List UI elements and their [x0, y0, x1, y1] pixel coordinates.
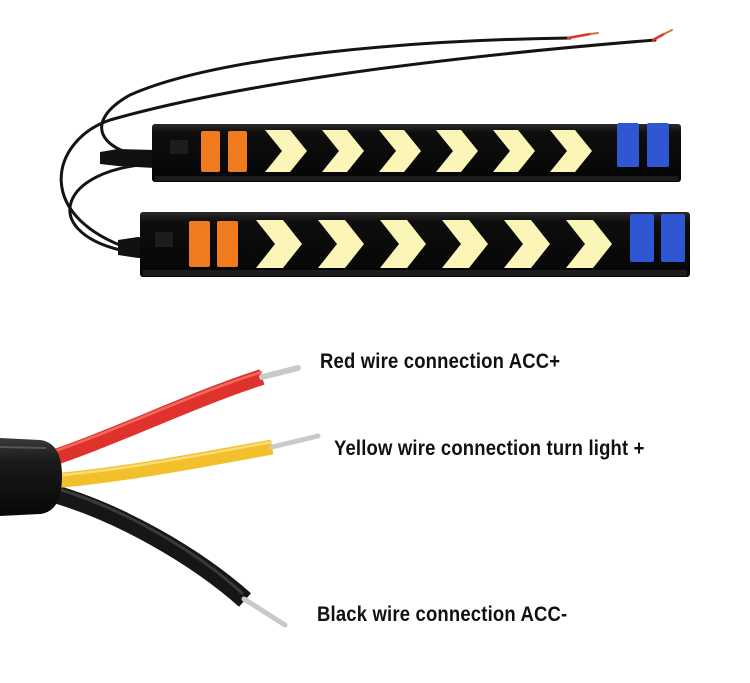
yellow-wire-label: Yellow wire connection turn light + [334, 437, 645, 460]
led-strip-bottom [118, 212, 690, 277]
orange-led [217, 221, 238, 267]
cable-closeup [0, 365, 321, 628]
led-strip-top [100, 123, 681, 182]
orange-led [201, 131, 220, 172]
orange-led [189, 221, 210, 267]
black-wire-label: Black wire connection ACC- [317, 603, 568, 626]
chevron-leds [265, 130, 592, 172]
red-wire-label: Red wire connection ACC+ [320, 350, 561, 373]
blue-led [617, 123, 639, 167]
tinned-strand [259, 365, 301, 380]
chevron-leds [256, 220, 612, 268]
wire-tips [566, 29, 673, 42]
tinned-strand [269, 433, 321, 450]
blue-led [647, 123, 669, 167]
strip-wires [59, 36, 657, 254]
tinned-strand [241, 596, 288, 628]
cable-jacket [0, 438, 62, 516]
blue-led [661, 214, 685, 262]
blue-led [630, 214, 654, 262]
orange-led [228, 131, 247, 172]
